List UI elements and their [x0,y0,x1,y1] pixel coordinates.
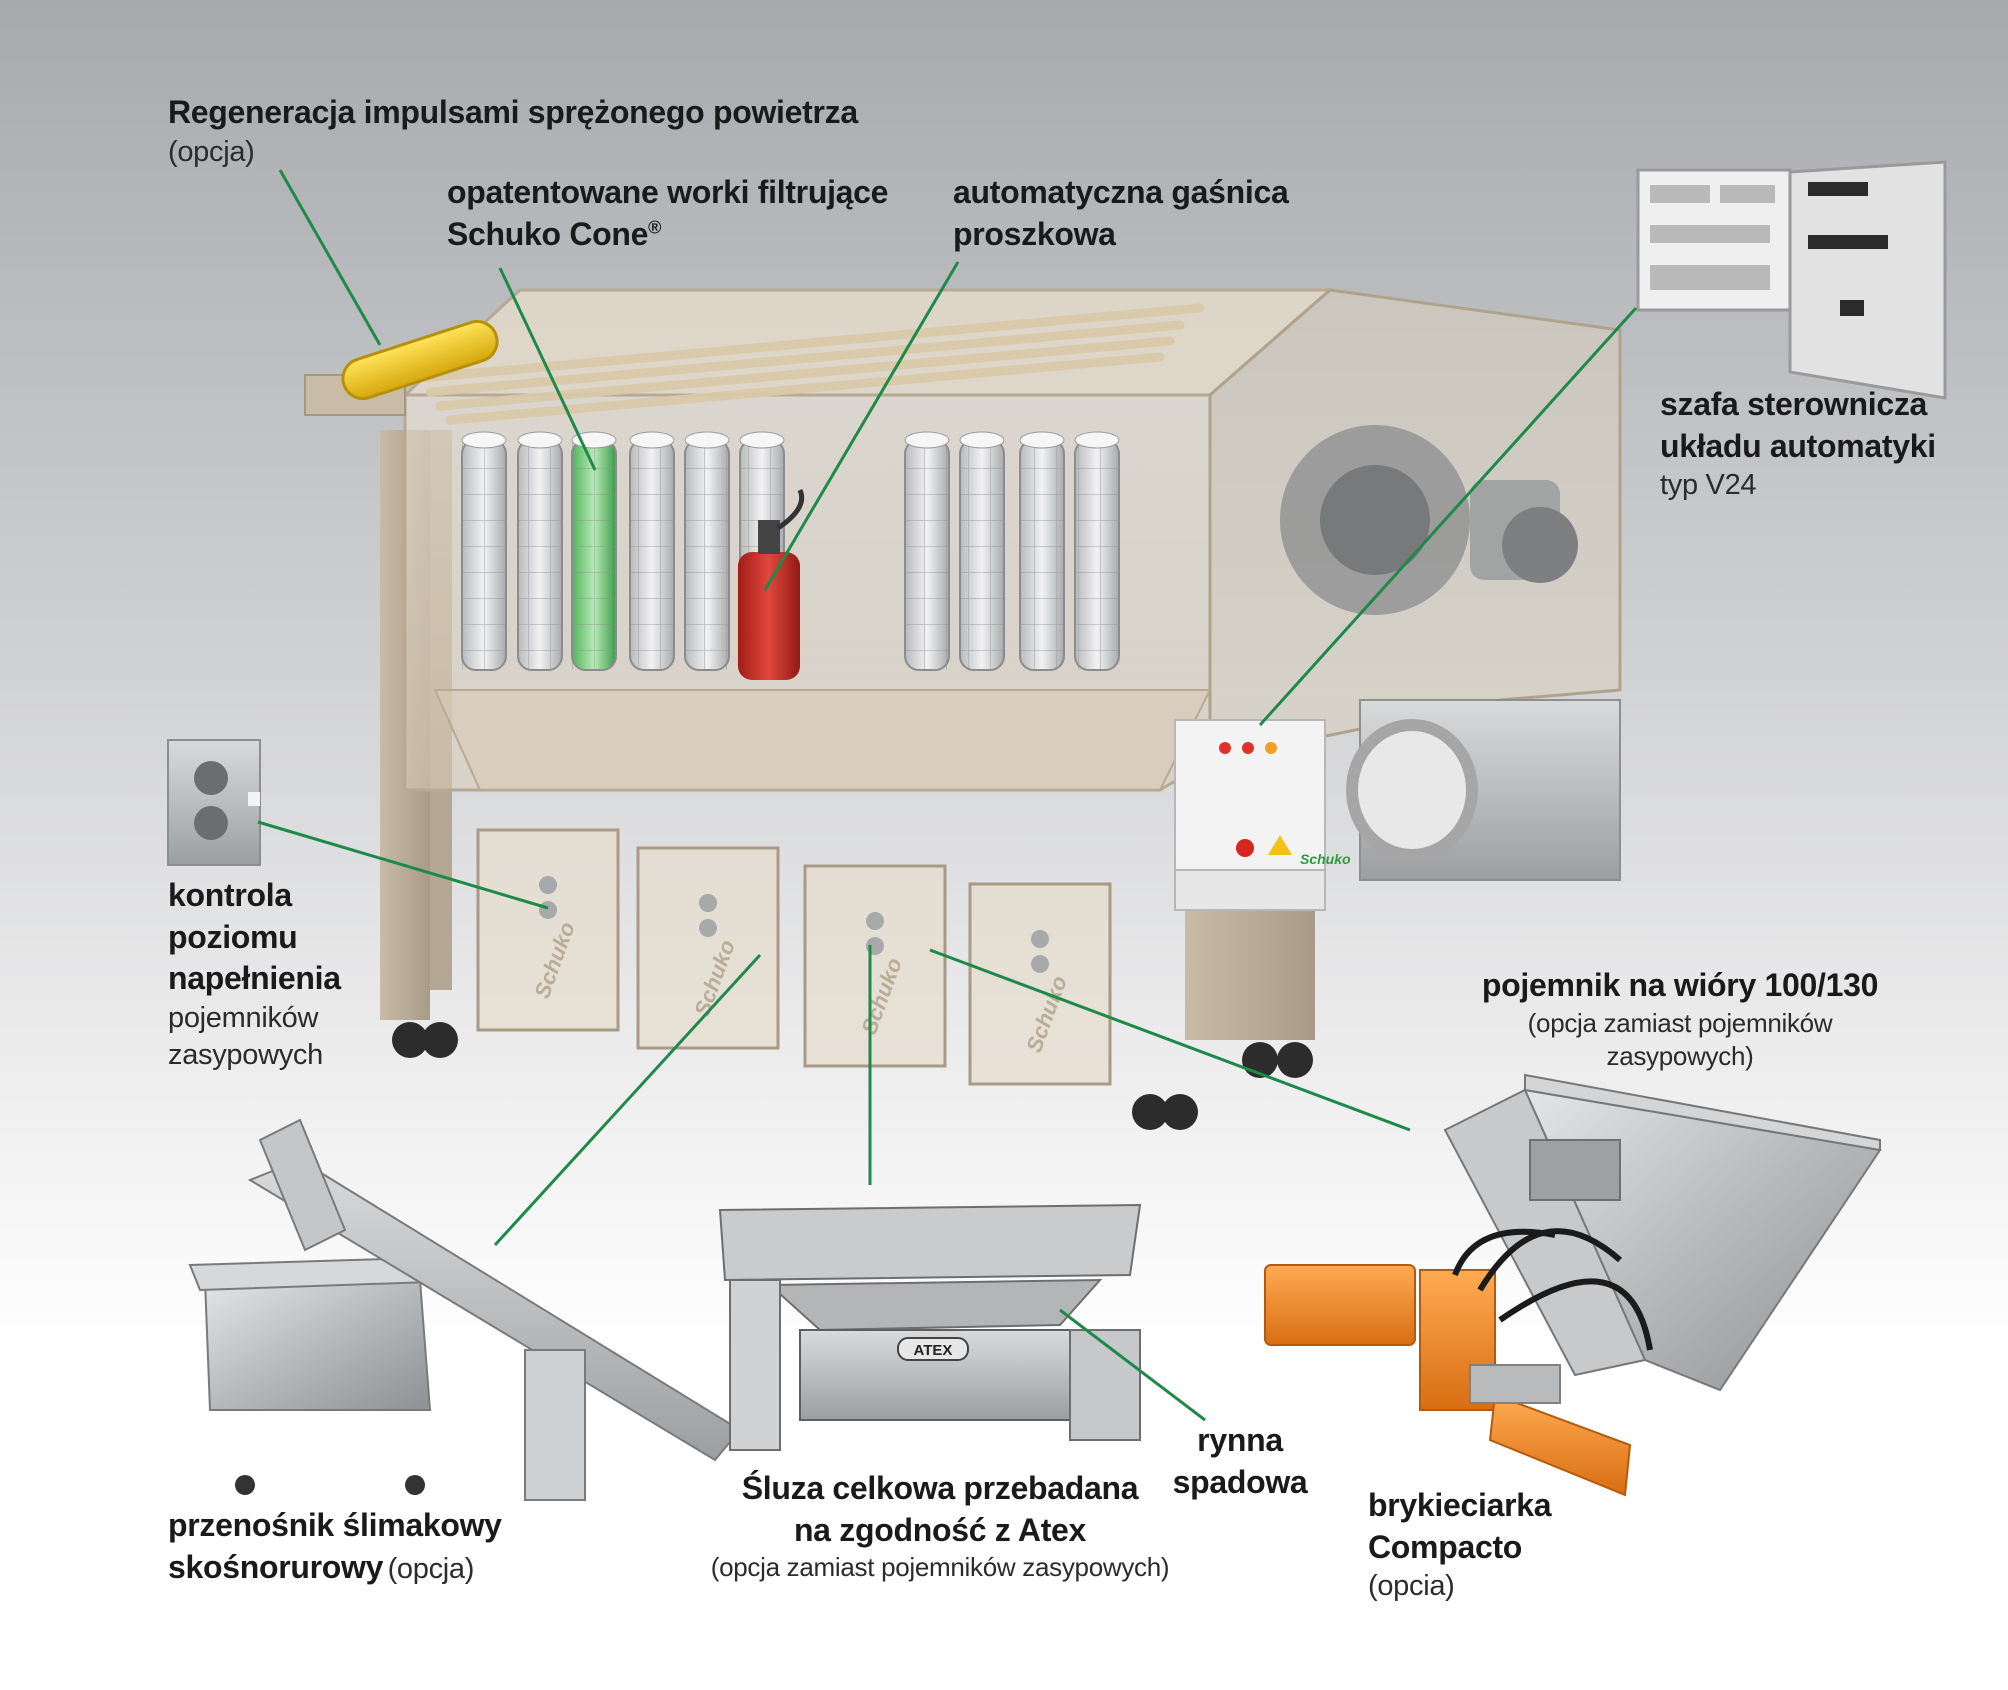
collection-bin: Schuko [968,882,1112,1086]
panel-brand: Schuko [1300,851,1351,867]
leader-extinguisher [763,261,960,591]
leader-control-cabinet [1258,306,1638,727]
briquetting-title-2: Compacto [1368,1528,1523,1565]
filter-bag [684,431,730,671]
label-briquetting: brykieciarka Compacto (opcia) [1368,1485,1552,1606]
leader-chute [1059,1308,1206,1422]
label-filter-bags: opatentowane worki filtrujące Schuko Con… [447,172,888,255]
level-control-title-3: napełnienia [168,960,341,997]
briquetting-note: (opcia) [1368,1570,1455,1603]
atex-plate: ATEX [914,1342,953,1359]
label-screw-conveyor: przenośnik ślimakowy skośnorurowy (opcja… [168,1505,502,1588]
filter-bag [959,431,1005,671]
screw-conveyor-title-1: przenośnik ślimakowy [168,1507,502,1543]
control-cabinet-title-1: szafa sterownicza [1660,386,1928,422]
leader-filter-bags [498,267,597,471]
control-cabinet-inset [1636,160,1947,400]
regeneration-note: (opcja) [168,135,255,168]
fire-extinguisher [738,488,805,680]
filter-bags-title-1: opatentowane worki filtrujące [447,174,889,210]
collection-bin: Schuko [803,864,947,1068]
briquetting-title-1: brykieciarka [1368,1487,1552,1523]
leader-lines [257,169,1638,1422]
filter-bag [461,431,507,671]
screw-conveyor-note: (opcja) [387,1552,475,1585]
leader-chip-container [929,948,1411,1132]
rotary-valve-title-2: na zgodność z Atex [793,1511,1087,1548]
leader-level-control [257,820,549,910]
level-control-title-1: kontrola [168,877,292,913]
rotary-valve-note: (opcja zamiast pojemników zasypowych) [710,1552,1170,1583]
filter-bag [904,431,950,671]
label-extinguisher: automatyczna gaśnica proszkowa [953,172,1289,255]
level-control-note-1: pojemników [168,1001,319,1034]
briquetting-press [1264,1228,1653,1497]
label-chute: rynna spadowa [1160,1420,1320,1503]
label-control-cabinet: szafa sterownicza układu automatyki typ … [1660,384,1936,505]
screw-conveyor-title-2: skośnorurowy [168,1548,384,1585]
filter-bag [1019,431,1065,671]
filter-bag [517,431,563,671]
registered-mark: ® [648,216,662,237]
rotary-valve-chute: ATEX [718,1203,1142,1451]
chip-container-note: (opcja zamiast pojemników zasypowych) [1527,1007,1833,1072]
level-sensor-inset [167,739,261,866]
filter-bag [629,431,675,671]
collection-bin: Schuko [476,828,620,1032]
label-rotary-valve: Śluza celkowa przebadana na zgodność z A… [700,1468,1180,1585]
chute-title-1: rynna [1197,1422,1283,1458]
collection-bin: Schuko [636,846,780,1050]
control-cabinet-note: typ V24 [1660,469,1757,502]
label-chip-container: pojemnik na wióry 100/130 (opcja zamiast… [1470,965,1890,1074]
control-cabinet-title-2: układu automatyki [1660,427,1936,464]
filter-bag-highlighted [571,431,617,671]
chip-container-title: pojemnik na wióry 100/130 [1481,967,1879,1003]
label-regeneration: Regeneracja impulsami sprężonego powietr… [168,92,858,171]
extinguisher-title-2: proszkowa [953,215,1116,252]
leader-screw-conveyor [493,953,762,1247]
screw-conveyor [188,1118,742,1501]
regeneration-title: Regeneracja impulsami sprężonego powietr… [168,94,858,130]
level-control-note-2: zasypowych [168,1039,323,1072]
rotary-valve-title-1: Śluza celkowa przebadana [741,1470,1139,1506]
level-control-title-2: poziomu [168,918,298,955]
chute-title-2: spadowa [1172,1463,1308,1500]
filter-bags-title-2: Schuko Cone [447,215,649,252]
extinguisher-title-1: automatyczna gaśnica [953,174,1289,210]
filter-bag [1074,431,1120,671]
leader-regeneration [278,169,382,346]
label-level-control: kontrola poziomu napełnienia pojemników … [168,875,341,1075]
